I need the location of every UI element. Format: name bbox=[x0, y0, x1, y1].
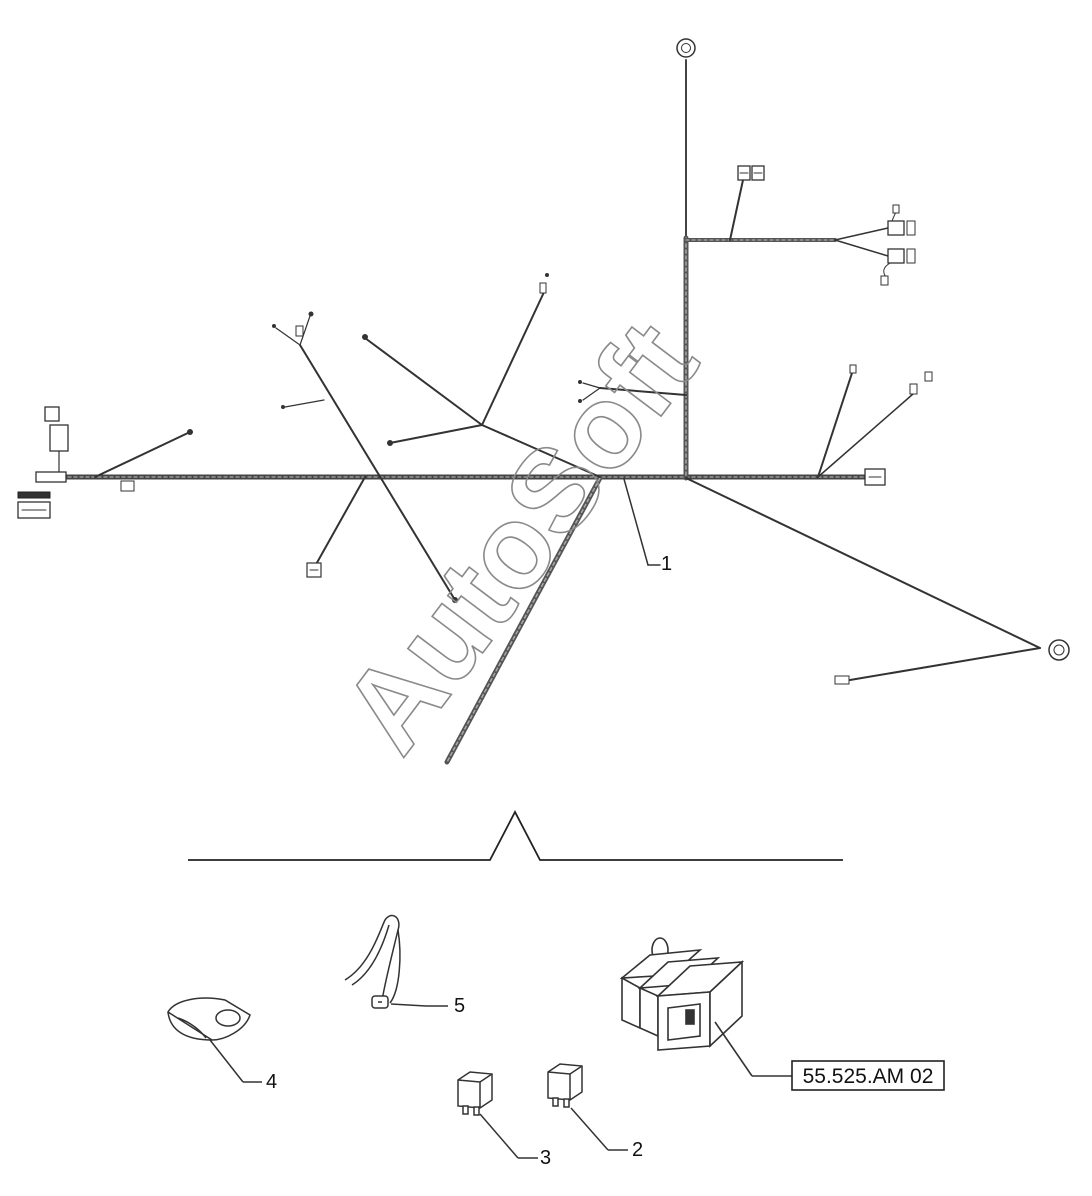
right-relay-connectors bbox=[880, 204, 916, 286]
lower-left-connector bbox=[306, 562, 322, 578]
part-relay-2 bbox=[547, 1063, 628, 1151]
part-relay-3 bbox=[457, 1071, 538, 1159]
part-clip bbox=[166, 997, 262, 1083]
round-connector-right bbox=[1048, 639, 1070, 661]
top-round-connector bbox=[676, 38, 696, 58]
reference-callout: 55.525.AM 02 bbox=[791, 1060, 945, 1091]
left-end-connectors bbox=[17, 406, 135, 519]
right-end-connector bbox=[864, 468, 886, 486]
diagonal-trunk bbox=[444, 475, 603, 765]
callout-5: 5 bbox=[454, 995, 465, 1017]
callout-4: 4 bbox=[266, 1071, 277, 1093]
separator-line bbox=[188, 810, 843, 861]
watermark-text: AutoSoft bbox=[317, 298, 722, 775]
part-cable-strap bbox=[344, 914, 448, 1009]
callout-3: 3 bbox=[540, 1147, 551, 1169]
double-connector-top bbox=[737, 165, 765, 181]
callout-2: 2 bbox=[632, 1139, 643, 1161]
reference-label: 55.525.AM 02 bbox=[803, 1065, 934, 1088]
part-rocker-switch bbox=[619, 937, 792, 1077]
harness-assembly bbox=[17, 38, 1070, 765]
callout-1: 1 bbox=[661, 553, 672, 575]
